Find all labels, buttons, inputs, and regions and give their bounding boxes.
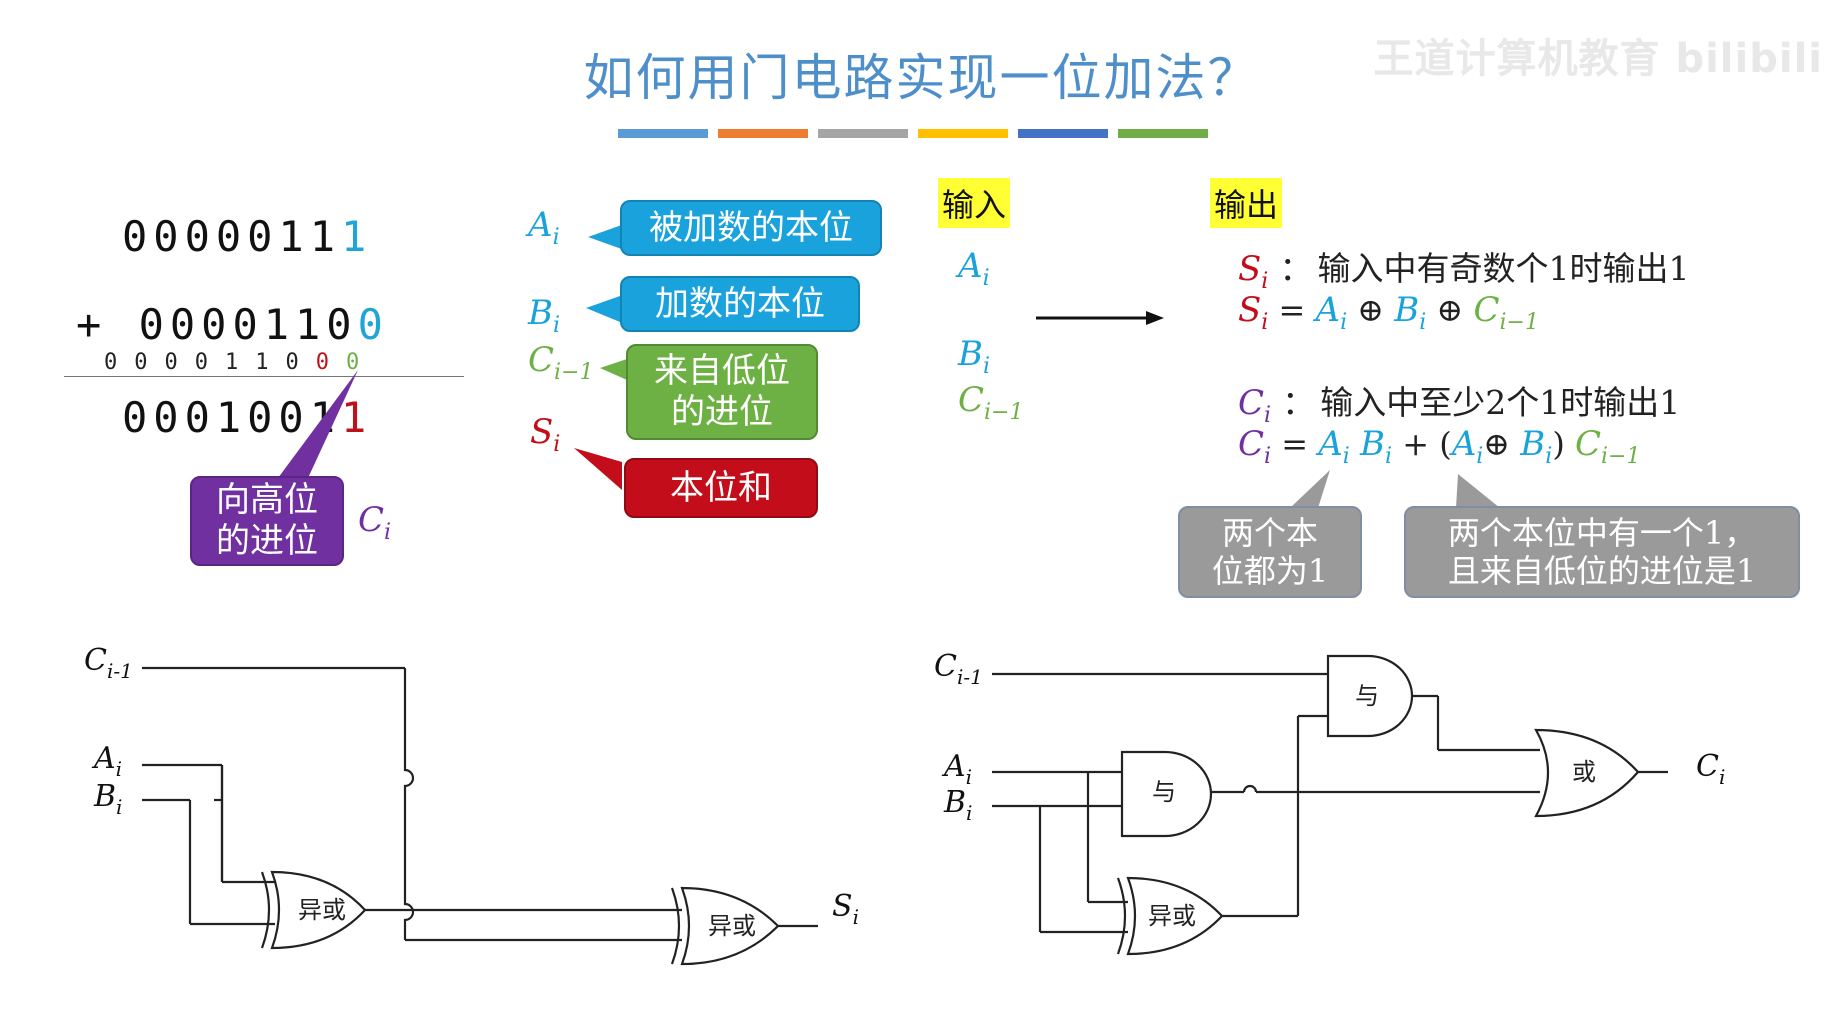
- left-input-b: Bi: [93, 779, 122, 819]
- result-row: 00010011: [122, 393, 372, 442]
- xor-gate-label: 异或: [1148, 902, 1196, 930]
- and-gate-top-label: 与: [1355, 682, 1379, 710]
- watermark: 王道计算机教育 bilibili: [1373, 36, 1823, 82]
- right-input-a: Ai: [941, 749, 972, 789]
- legend-ai-var: Ai: [528, 205, 560, 250]
- legend-bi-bubble: 加数的本位: [620, 276, 860, 332]
- or-gate-label: 或: [1572, 758, 1596, 786]
- carry-row: 000011000: [104, 350, 376, 375]
- input-ai: Ai: [958, 246, 990, 291]
- carry-out-pointer: [278, 370, 358, 478]
- addend-row: 00000111: [122, 212, 372, 261]
- xor-gate-2-label: 异或: [708, 912, 756, 940]
- note-both-ones: 两个本 位都为1: [1178, 506, 1362, 598]
- addend-digits: 0000011: [122, 212, 342, 261]
- c-desc-row: Ci ： 输入中至少2个1时输出1: [1238, 383, 1681, 428]
- legend-bi-var: Bi: [528, 293, 561, 338]
- augend-row: + 00001100: [76, 300, 389, 349]
- s-desc-text: 输入中有奇数个1时输出1: [1317, 249, 1690, 288]
- xor-gate-1-label: 异或: [298, 896, 346, 924]
- color-bar-3: [818, 129, 908, 138]
- sum-circuit: 异或 异或 Ci-1 Ai Bi Si: [84, 643, 859, 966]
- addend-low-bit: 1: [341, 212, 373, 261]
- input-bi: Bi: [958, 334, 991, 379]
- right-input-c: Ci-1: [934, 649, 983, 689]
- legend-si-bubble: 本位和: [624, 458, 818, 518]
- input-tag: 输入: [938, 178, 1011, 228]
- legend-ci-var: Ci−1: [528, 340, 594, 385]
- bi-pointer: [586, 296, 620, 322]
- result-digits: 0001001: [122, 393, 342, 442]
- color-bar-5: [1018, 129, 1108, 138]
- s-formula: Si = Ai ⊕ Bi ⊕ Ci−1: [1238, 290, 1539, 335]
- carry-digits: 0000110: [104, 350, 316, 375]
- carry-bit-1: 0: [315, 350, 346, 375]
- legend-ai-bubble: 被加数的本位: [620, 200, 882, 256]
- augend-low-bit: 0: [357, 300, 389, 349]
- right-output-c: Ci: [1696, 749, 1725, 789]
- color-bar-6: [1118, 129, 1208, 138]
- si-pointer: [574, 448, 622, 490]
- carry-bit-0: 0: [345, 350, 377, 375]
- color-bar-4: [918, 129, 1008, 138]
- c-desc-text: 输入中至少2个1时输出1: [1320, 383, 1681, 422]
- color-bar-2: [718, 129, 808, 138]
- carry-out-var: Ci: [358, 500, 392, 545]
- legend-si-var: Si: [530, 412, 561, 457]
- and-gate-mid-label: 与: [1152, 778, 1176, 806]
- note-one-and-carry: 两个本位中有一个1， 且来自低位的进位是1: [1404, 506, 1800, 598]
- carry-circuit: 与 与 异或 或 Ci-1 Ai Bi Ci: [934, 649, 1725, 956]
- note-left-pointer: [1290, 470, 1330, 508]
- output-tag: 输出: [1210, 178, 1283, 228]
- note-right-pointer: [1456, 474, 1500, 508]
- c-formula: Ci = Ai Bi + (Ai⊕ Bi) Ci−1: [1238, 424, 1641, 469]
- carry-out-bubble: 向高位 的进位: [190, 476, 344, 566]
- augend-digits: 0000110: [138, 300, 358, 349]
- ai-pointer: [588, 222, 630, 252]
- io-arrow: [1036, 311, 1164, 325]
- right-input-b: Bi: [943, 785, 972, 825]
- page-title: 如何用门电路实现一位加法？: [583, 49, 1260, 107]
- s-desc-row: Si ： 输入中有奇数个1时输出1: [1238, 249, 1690, 294]
- result-low-bit: 1: [341, 393, 373, 442]
- input-ci: Ci−1: [958, 380, 1024, 425]
- left-input-a: Ai: [91, 741, 122, 781]
- left-output-s: Si: [832, 889, 859, 929]
- color-bar-1: [618, 129, 708, 138]
- sum-divider: [64, 376, 464, 377]
- plus-sign: +: [76, 300, 108, 349]
- left-input-c: Ci-1: [84, 643, 133, 683]
- legend-ci-bubble: 来自低位 的进位: [626, 344, 818, 440]
